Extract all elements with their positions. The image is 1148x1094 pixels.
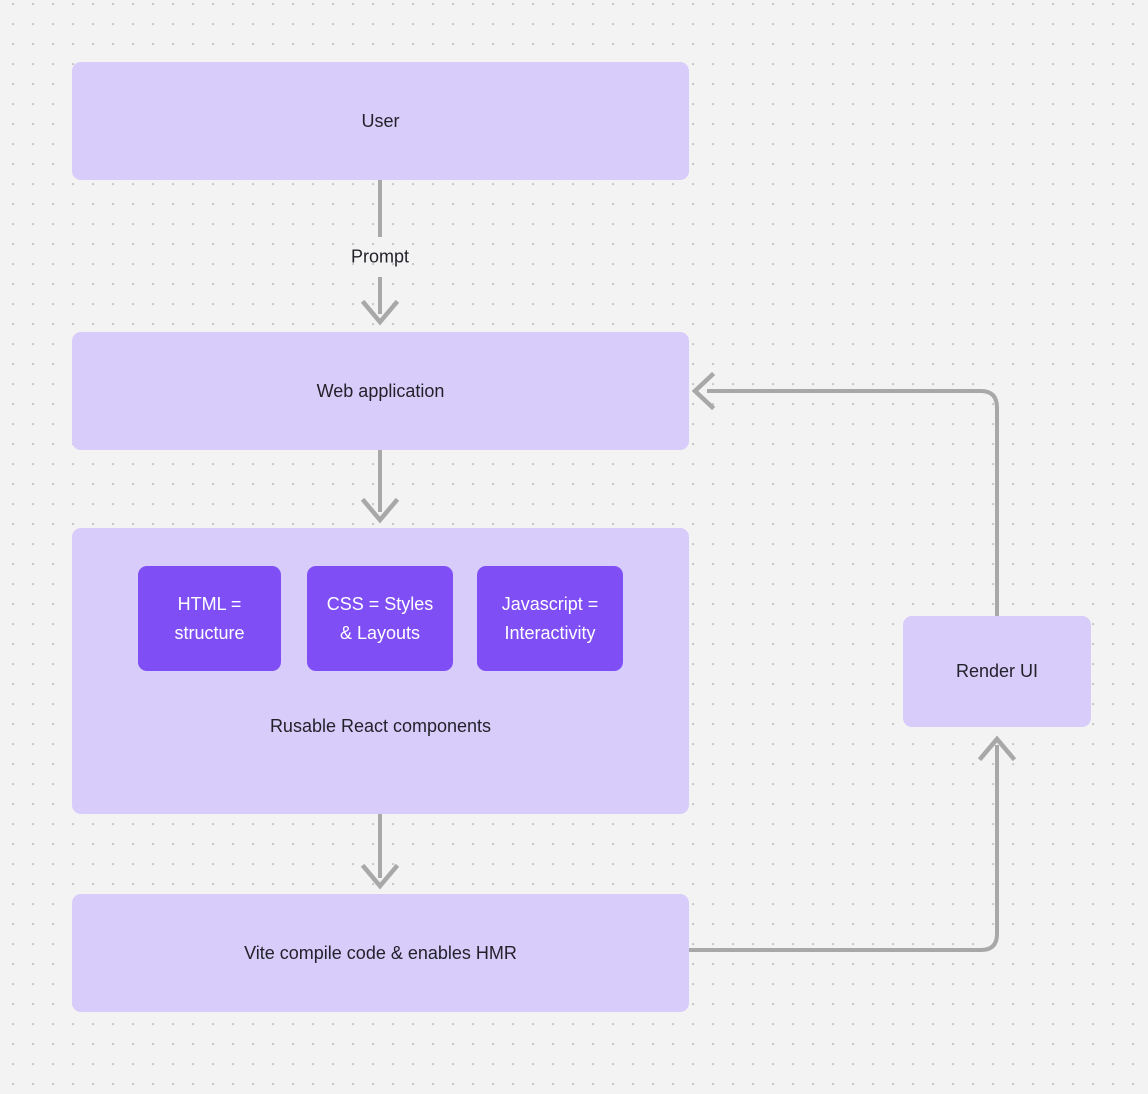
arrowhead-webapp-top xyxy=(360,299,400,326)
node-user-label: User xyxy=(361,110,400,131)
node-render-ui[interactable]: Render UI xyxy=(903,616,1091,727)
node-css-line2: & Layouts xyxy=(339,622,421,643)
node-components-caption: Rusable React components xyxy=(269,716,492,736)
node-css-line1: CSS = Styles xyxy=(326,594,434,615)
node-html[interactable]: HTML = structure xyxy=(138,566,281,671)
node-javascript-label: Javascript = Interactivity xyxy=(502,590,599,647)
node-web-application-label: Web application xyxy=(316,380,445,401)
node-javascript-line1: Javascript = xyxy=(501,594,599,615)
node-vite-label: Vite compile code & enables HMR xyxy=(244,942,517,963)
node-javascript-line2: Interactivity xyxy=(504,622,596,643)
edge-label-prompt: Prompt xyxy=(350,246,410,267)
arrowhead-components-top xyxy=(360,497,400,524)
node-html-line2: structure xyxy=(174,622,245,643)
node-web-application[interactable]: Web application xyxy=(72,332,689,450)
node-javascript[interactable]: Javascript = Interactivity xyxy=(477,566,623,671)
arrowhead-renderui-bottom xyxy=(977,735,1017,762)
node-html-label: HTML = structure xyxy=(174,590,244,647)
edge-vite-to-renderui xyxy=(689,745,999,952)
node-css[interactable]: CSS = Styles & Layouts xyxy=(307,566,453,671)
node-vite[interactable]: Vite compile code & enables HMR xyxy=(72,894,689,1012)
edge-renderui-to-webapp xyxy=(707,389,999,616)
node-css-label: CSS = Styles & Layouts xyxy=(327,590,434,647)
arrowhead-webapp-right xyxy=(691,371,716,411)
arrowhead-vite-top xyxy=(360,863,400,890)
node-render-ui-label: Render UI xyxy=(955,661,1039,682)
node-user[interactable]: User xyxy=(72,62,689,180)
node-html-line1: HTML = xyxy=(177,594,242,615)
